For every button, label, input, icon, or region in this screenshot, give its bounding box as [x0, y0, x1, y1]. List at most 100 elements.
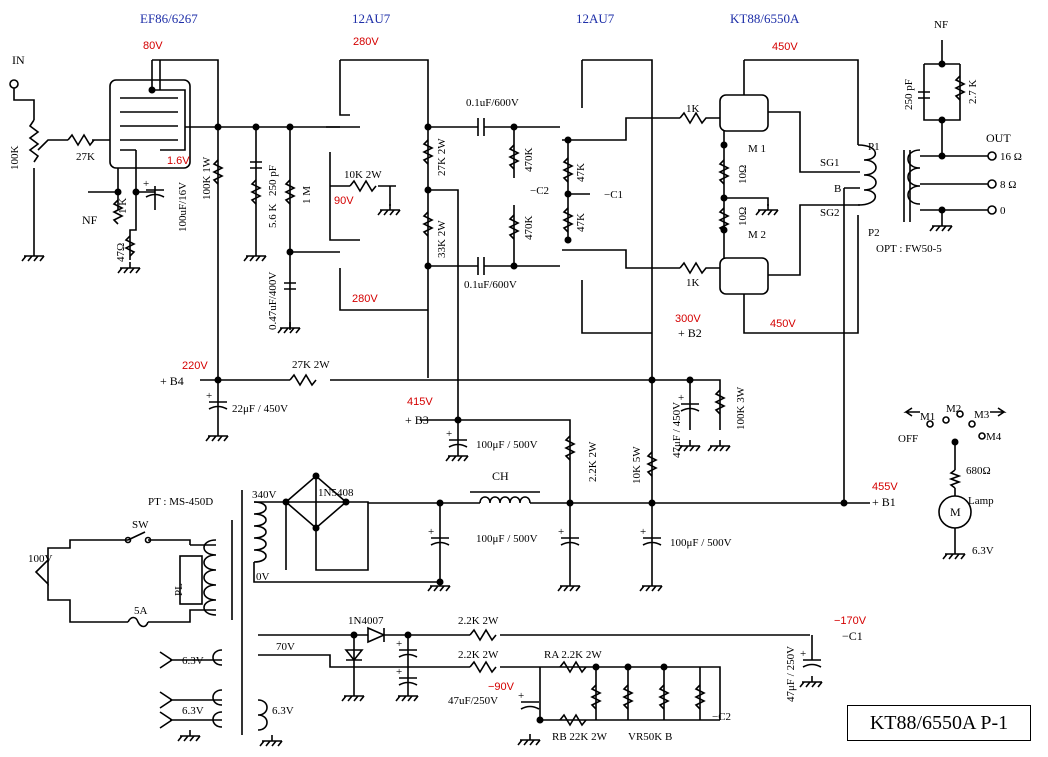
voltage-out-plate-top: 450V: [772, 41, 798, 53]
voltage-b4: 220V: [182, 360, 208, 372]
label-nf-left: NF: [82, 213, 98, 227]
voltage-b2: 300V: [675, 313, 701, 325]
voltage-v2-plate-bottom: 280V: [352, 293, 378, 305]
label-grid-resistor: 27K: [76, 151, 95, 163]
label-470k-a: 470K: [523, 148, 535, 173]
label-vr50k: VR50K B: [628, 731, 672, 743]
label-b3: + B3: [405, 413, 429, 427]
label-m1: M 1: [748, 143, 766, 155]
label-tap-16: 16 Ω: [1000, 151, 1022, 163]
label-switch-off: OFF: [898, 433, 918, 445]
label-m2: M 2: [748, 229, 766, 241]
label-33k-2w: 33K 2W: [436, 220, 448, 258]
label-680-ohm: 680Ω: [966, 465, 991, 477]
label-0v: 0V: [256, 571, 270, 583]
label-c1-mid: −C1: [604, 189, 623, 201]
junction-dots: [114, 60, 959, 724]
tube-label-ef86: EF86/6267: [140, 11, 198, 26]
label-27k-2w: 27K 2W: [436, 138, 448, 176]
label-heater-b: 6.3V: [182, 705, 204, 717]
wiring: [9, 40, 1007, 735]
label-cathode-cap: 100uF/16V: [177, 182, 189, 232]
voltage-b1: 455V: [872, 481, 898, 493]
label-47uf-250v: 47μF / 250V: [785, 646, 797, 702]
label-47uf-250: 47uF/250V: [448, 695, 498, 707]
label-p2: P2: [868, 227, 880, 239]
tube-label-kt88: KT88/6550A: [730, 11, 800, 26]
label-b1: + B1: [872, 495, 896, 509]
label-c2-bottom: −C2: [712, 711, 731, 723]
label-switch-m3: M3: [974, 409, 990, 421]
label-047uf: 0.47uF/400V: [267, 272, 279, 330]
label-47k-b: 47K: [575, 213, 587, 232]
label-47uf-450: 47μF / 450V: [671, 402, 683, 458]
label-switch-m4: M4: [986, 431, 1002, 443]
label-1k-b: 1K: [686, 277, 700, 289]
label-switch-m1: M1: [920, 411, 935, 423]
label-2-2k-2w: 2.2K 2W: [587, 441, 599, 482]
label-10-ohm-a: 10Ω: [737, 165, 749, 184]
tube-labels: EF86/6267 12AU7 12AU7 KT88/6550A: [140, 11, 800, 26]
label-2-2k-c2: 2.2K 2W: [458, 649, 499, 661]
label-10k-5w: 10K 5W: [631, 446, 643, 484]
label-p1: P1: [868, 141, 880, 153]
label-cap-bottom: 0.1uF/600V: [464, 279, 517, 291]
label-choke: CH: [492, 469, 509, 483]
label-100uf-b: 100μF / 500V: [670, 537, 732, 549]
voltage-labels: 80V 1.6V 280V 90V 280V 450V 450V 300V 22…: [143, 36, 898, 693]
label-rb: RB 22K 2W: [552, 731, 608, 743]
label-250pf: 250 pF: [267, 165, 279, 196]
label-lamp: Lamp: [968, 495, 994, 507]
label-switch-m2: M2: [946, 403, 961, 415]
voltage-v2-plate-top: 280V: [353, 36, 379, 48]
label-10k-2w: 10K 2W: [344, 169, 382, 181]
label-100uf-a: 100μF / 500V: [476, 533, 538, 545]
label-in: IN: [12, 53, 25, 67]
label-cathode-resistor: 1 K: [117, 198, 129, 214]
label-tap-8: 8 Ω: [1000, 179, 1016, 191]
label-switch: SW: [132, 519, 149, 531]
voltage-ef86-cathode: 1.6V: [167, 155, 190, 167]
label-nf-top: NF: [934, 19, 948, 31]
label-cap-top: 0.1uF/600V: [466, 97, 519, 109]
label-70v: 70V: [276, 641, 295, 653]
label-ra: RA 2.2K 2W: [544, 649, 602, 661]
label-tap-0: 0: [1000, 205, 1006, 217]
label-lamp-voltage: 6.3V: [972, 545, 994, 557]
label-out: OUT: [986, 131, 1011, 145]
voltage-c2: −90V: [488, 681, 515, 693]
label-27k-b4: 27K 2W: [292, 359, 330, 371]
label-pt: PT : MS-450D: [148, 496, 213, 508]
label-opt: OPT : FW50-5: [876, 243, 942, 255]
voltage-out-plate-bottom: 450V: [770, 318, 796, 330]
label-b2: + B2: [678, 326, 702, 340]
label-470k-b: 470K: [523, 216, 535, 241]
label-pilot-lamp: PL: [173, 583, 185, 596]
label-ac-100v: 100V: [28, 553, 53, 565]
tube-label-12au7-b: 12AU7: [576, 11, 615, 26]
label-100k-3w: 100K 3W: [735, 386, 747, 430]
label-nf-resistor: 2.7 K: [967, 80, 979, 105]
voltage-v2-cathode: 90V: [334, 195, 354, 207]
label-heater-a: 6.3V: [182, 655, 204, 667]
voltage-ef86-plate: 80V: [143, 40, 163, 52]
label-sg2: SG2: [820, 207, 840, 219]
label-100uf-b3: 100μF / 500V: [476, 439, 538, 451]
label-plate-resistor: 100K 1W: [201, 156, 213, 200]
label-heater-c: 6.3V: [272, 705, 294, 717]
label-c2-top: −C2: [530, 185, 549, 197]
label-22uf: 22μF / 450V: [232, 403, 288, 415]
label-nf-cap: 250 pF: [903, 79, 915, 110]
voltage-c1: −170V: [834, 615, 867, 627]
tube-label-12au7-a: 12AU7: [352, 11, 391, 26]
voltage-b3: 415V: [407, 396, 433, 408]
label-1m: 1 M: [301, 186, 313, 204]
label-47-ohm: 47Ω: [115, 243, 127, 262]
label-1k-a: 1K: [686, 103, 700, 115]
title-block: KT88/6550A P-1: [847, 705, 1031, 741]
label-input-pot: 100K: [9, 146, 21, 171]
label-b4: + B4: [160, 374, 184, 388]
label-fuse: 5A: [134, 605, 148, 617]
label-b: B: [834, 183, 841, 195]
